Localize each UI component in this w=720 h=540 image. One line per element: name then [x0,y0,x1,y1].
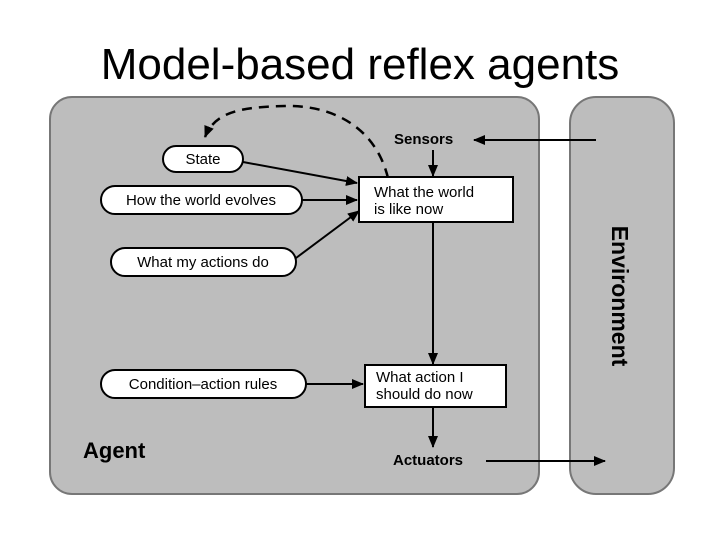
world-now-line2: is like now [374,201,443,218]
agent-label: Agent [83,438,146,463]
actions-do-oval [110,247,297,277]
environment-label: Environment [607,226,633,367]
world-now-box [358,176,514,223]
action-box [364,364,507,408]
action-line1: What action I [376,369,464,386]
actions-to-world-arrow [295,210,360,259]
action-line2: should do now [376,386,473,403]
world-evolves-label: How the world evolves [126,192,276,209]
sensors-label: Sensors [394,131,453,148]
state-oval [162,145,244,173]
rules-label: Condition–action rules [129,376,277,393]
actuators-label: Actuators [393,452,463,469]
state-label: State [185,151,220,168]
actions-do-label: What my actions do [137,254,269,271]
state-to-world-arrow [242,161,358,186]
agent-panel [49,96,540,495]
world-now-line1: What the world [374,184,474,201]
environment-panel [569,96,675,495]
state-feedback-arrow [203,104,390,179]
slide-title: Model-based reflex agents [100,40,620,89]
